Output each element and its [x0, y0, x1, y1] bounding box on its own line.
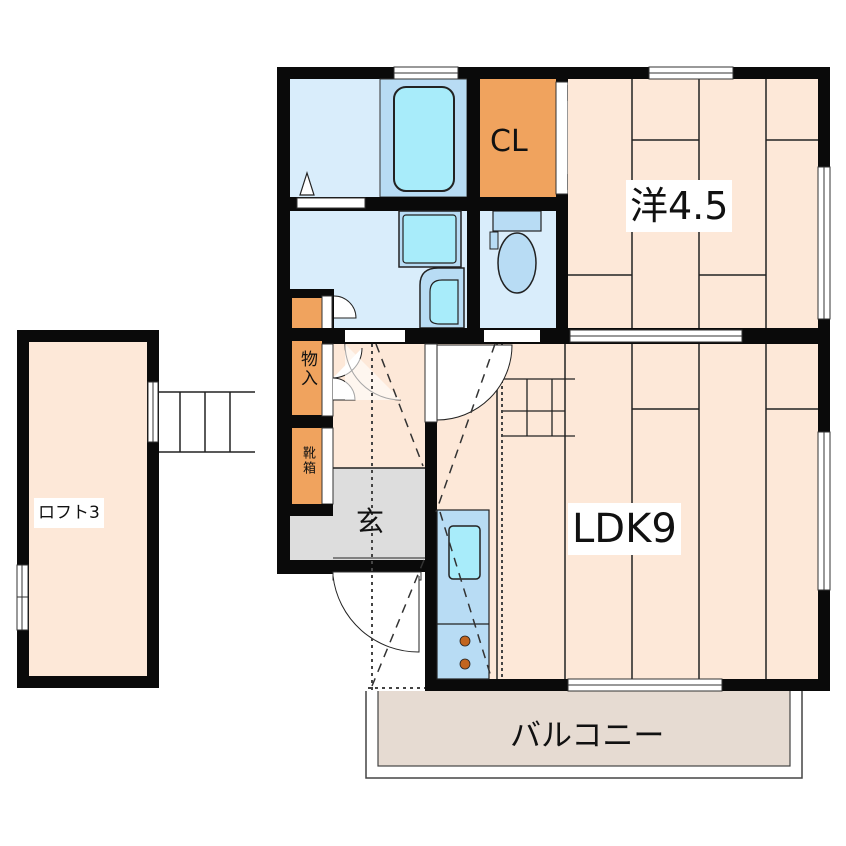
loft-ladder: [159, 391, 255, 453]
washing-machine: [398, 210, 462, 268]
closet: [480, 79, 556, 197]
shoe-box-label: 靴箱: [300, 446, 315, 476]
washroom: [290, 79, 380, 197]
washbasin: [419, 267, 465, 329]
shoe-box: [292, 428, 322, 504]
ldk-label: LDK9: [568, 503, 681, 555]
balcony: [365, 679, 803, 779]
closet-label: CL: [490, 124, 528, 159]
loft-label: ロフト3: [34, 498, 104, 528]
toilet-room: [480, 210, 556, 328]
front-door: [332, 571, 422, 653]
storage-label: 物入: [297, 350, 317, 388]
bathroom: [379, 78, 468, 198]
balcony-label: バルコニー: [510, 718, 665, 754]
kitchen-counter: [436, 509, 490, 680]
western-room-label: 洋4.5: [626, 180, 733, 232]
storage-closet: [292, 341, 322, 415]
entrance-label: 玄: [356, 505, 385, 538]
